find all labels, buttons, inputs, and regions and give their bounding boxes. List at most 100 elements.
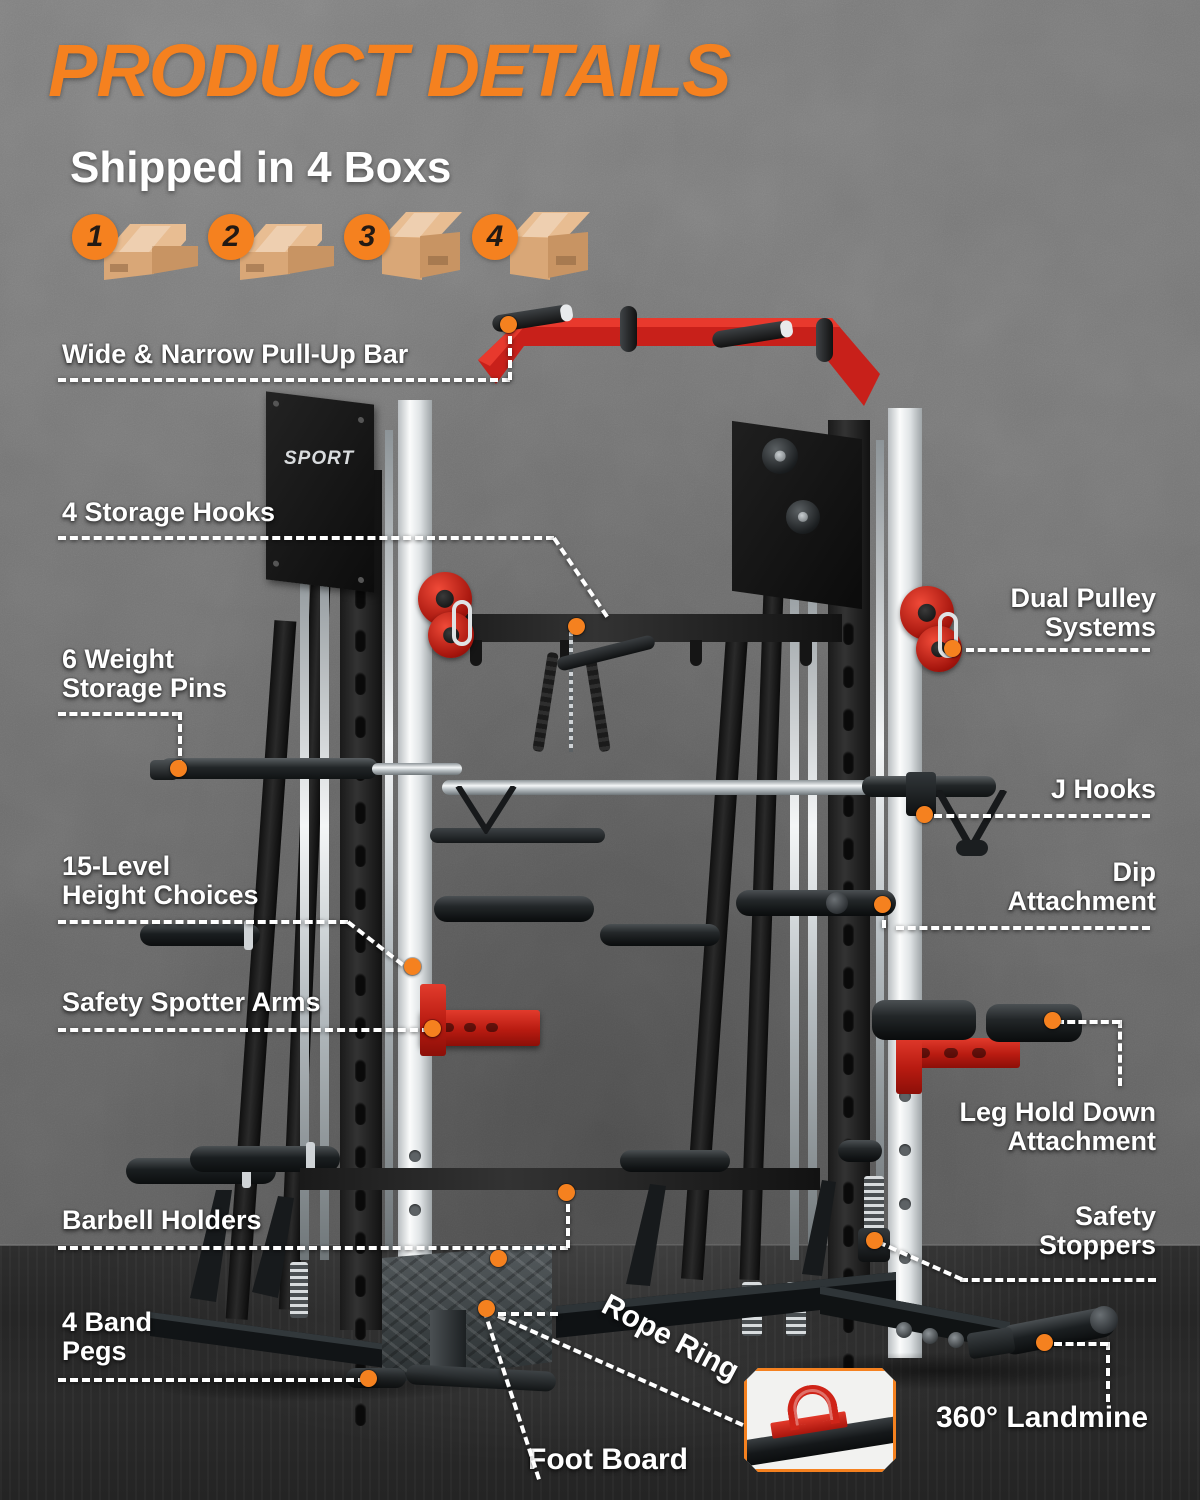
left-guide-rod-c: [385, 430, 393, 1250]
box-badge-2: 2: [208, 214, 254, 260]
head-pulley-lower: [786, 500, 820, 534]
callout-label-safety-stoppers: Safety Stoppers: [1038, 1201, 1156, 1260]
leader-dip-riser: [882, 904, 886, 928]
marker-height-choices: [404, 958, 421, 975]
leader-j-hooks: [934, 814, 1150, 818]
lat-pulldown-bar: [430, 828, 605, 843]
box-badge-4: 4: [472, 214, 518, 260]
marker-spotter-arms: [424, 1020, 441, 1037]
marker-weight-pins: [170, 760, 187, 777]
shipping-subtitle: Shipped in 4 Boxs: [70, 143, 452, 192]
base-support-center: [626, 1180, 836, 1286]
barbell-holder-b: [190, 1146, 340, 1172]
leader-dual-pulley: [966, 648, 1150, 652]
marker-safety-stoppers: [866, 1232, 883, 1249]
leader-safety-stoppers: [960, 1278, 1156, 1282]
marker-foot-board-top: [490, 1250, 507, 1267]
marker-leg-hold-down: [1044, 1012, 1061, 1029]
left-upright-holes: [355, 500, 366, 1426]
pullup-grip-outer-right: [816, 318, 833, 362]
leader-leg-hold-down-riser: [1118, 1020, 1122, 1086]
floor-shadow-left: [140, 1368, 480, 1402]
shipping-boxes-row: 1 2 3: [72, 206, 592, 286]
base-rail-center: [556, 1272, 896, 1338]
carabiner-left: [452, 600, 472, 646]
callout-label-spotter-arms: Safety Spotter Arms: [62, 987, 321, 1017]
weight-pin-mid-collar: [244, 920, 253, 950]
cube-carton-icon-4: [494, 212, 598, 284]
marker-dip-attachment: [874, 896, 891, 913]
band-peg-hole-2: [922, 1328, 938, 1344]
leader-leg-hold-down: [1056, 1020, 1120, 1024]
box-group-1: 1: [72, 206, 202, 286]
callout-label-foot-board: Foot Board: [528, 1443, 688, 1476]
band-peg-upper-right: [620, 1150, 730, 1172]
callout-label-pullup-bar: Wide & Narrow Pull-Up Bar: [62, 339, 409, 369]
callout-label-barbell-holders: Barbell Holders: [62, 1205, 262, 1235]
j-hook-handle-right: [934, 790, 1008, 856]
leader-weight-pins-riser: [178, 712, 182, 768]
storage-hook-3: [690, 640, 702, 666]
marker-storage-hooks: [568, 618, 585, 635]
rope-chain: [569, 632, 573, 752]
barbell-shaft-left: [372, 763, 462, 775]
rope-ring-detail-inset: [744, 1368, 896, 1472]
pulley-left-red-2: [428, 612, 474, 658]
leader-band-pegs: [58, 1378, 366, 1382]
callout-label-j-hooks: J Hooks: [1050, 774, 1156, 804]
marker-j-hooks: [916, 806, 933, 823]
pull-up-bar: [478, 318, 880, 406]
box-group-3: 3: [344, 206, 474, 286]
marker-dual-pulley: [944, 640, 961, 657]
head-pulley-upper: [762, 438, 798, 474]
pullup-grip-neutral-center: [620, 306, 637, 352]
safety-stopper-spring: [864, 1176, 884, 1238]
leader-landmine-riser: [1106, 1342, 1110, 1402]
marker-band-pegs: [360, 1370, 377, 1387]
leg-hold-roller-inner: [872, 1000, 976, 1040]
leg-hold-down-mount: [896, 1036, 922, 1094]
band-peg-upper-right-2: [838, 1140, 882, 1162]
base-rail-right: [820, 1286, 1010, 1350]
callout-label-height-choices: 15-Level Height Choices: [62, 851, 259, 910]
leader-pullup-bar-riser: [508, 324, 512, 380]
box-badge-1: 1: [72, 214, 118, 260]
marker-foot-board: [478, 1300, 495, 1317]
callout-label-band-pegs: 4 Band Pegs: [62, 1307, 153, 1366]
barbell-sleeve-left: [160, 758, 378, 779]
leader-storage-hooks: [58, 536, 554, 540]
weight-pin-mid: [140, 924, 260, 946]
barbell-holder-b-collar: [306, 1142, 315, 1176]
leader-landmine: [1054, 1342, 1108, 1346]
flat-carton-icon-1: [90, 224, 200, 282]
foot-board-hinge: [430, 1310, 466, 1372]
left-guide-rod-b: [320, 560, 329, 1260]
callout-label-dip-attachment: Dip Attachment: [1007, 857, 1156, 916]
callout-label-dual-pulley: Dual Pulley Systems: [1010, 583, 1156, 642]
wall-floor-seam: [0, 1244, 1200, 1247]
smith-barbell: [442, 780, 872, 795]
box-group-4: 4: [472, 206, 602, 286]
right-guide-rod-c: [876, 440, 884, 1240]
box-badge-3: 3: [344, 214, 390, 260]
dip-bar-cap-right: [826, 892, 848, 914]
leader-barbell-holders-riser: [566, 1192, 570, 1248]
marker-landmine: [1036, 1334, 1053, 1351]
marker-pullup-bar: [500, 316, 517, 333]
lower-cross-beam: [300, 1168, 820, 1190]
left-smith-rail: [398, 400, 432, 1360]
marker-barbell-holders: [558, 1184, 575, 1201]
page-title: PRODUCT DETAILS: [48, 29, 732, 112]
landmine-pivot: [1090, 1306, 1118, 1334]
leader-dip-attachment: [896, 926, 1150, 930]
flat-carton-icon-2: [226, 224, 336, 282]
leader-rope-ring-foot: [498, 1312, 558, 1316]
storage-hook-4: [800, 640, 812, 666]
dip-bar-left: [434, 896, 594, 922]
storage-hook-1: [470, 640, 482, 666]
callout-label-leg-hold-down: Leg Hold Down Attachment: [959, 1097, 1156, 1156]
box-group-2: 2: [208, 206, 338, 286]
brand-plate-text: SPORT: [284, 447, 355, 469]
pulldown-bar-yoke: [455, 786, 517, 834]
